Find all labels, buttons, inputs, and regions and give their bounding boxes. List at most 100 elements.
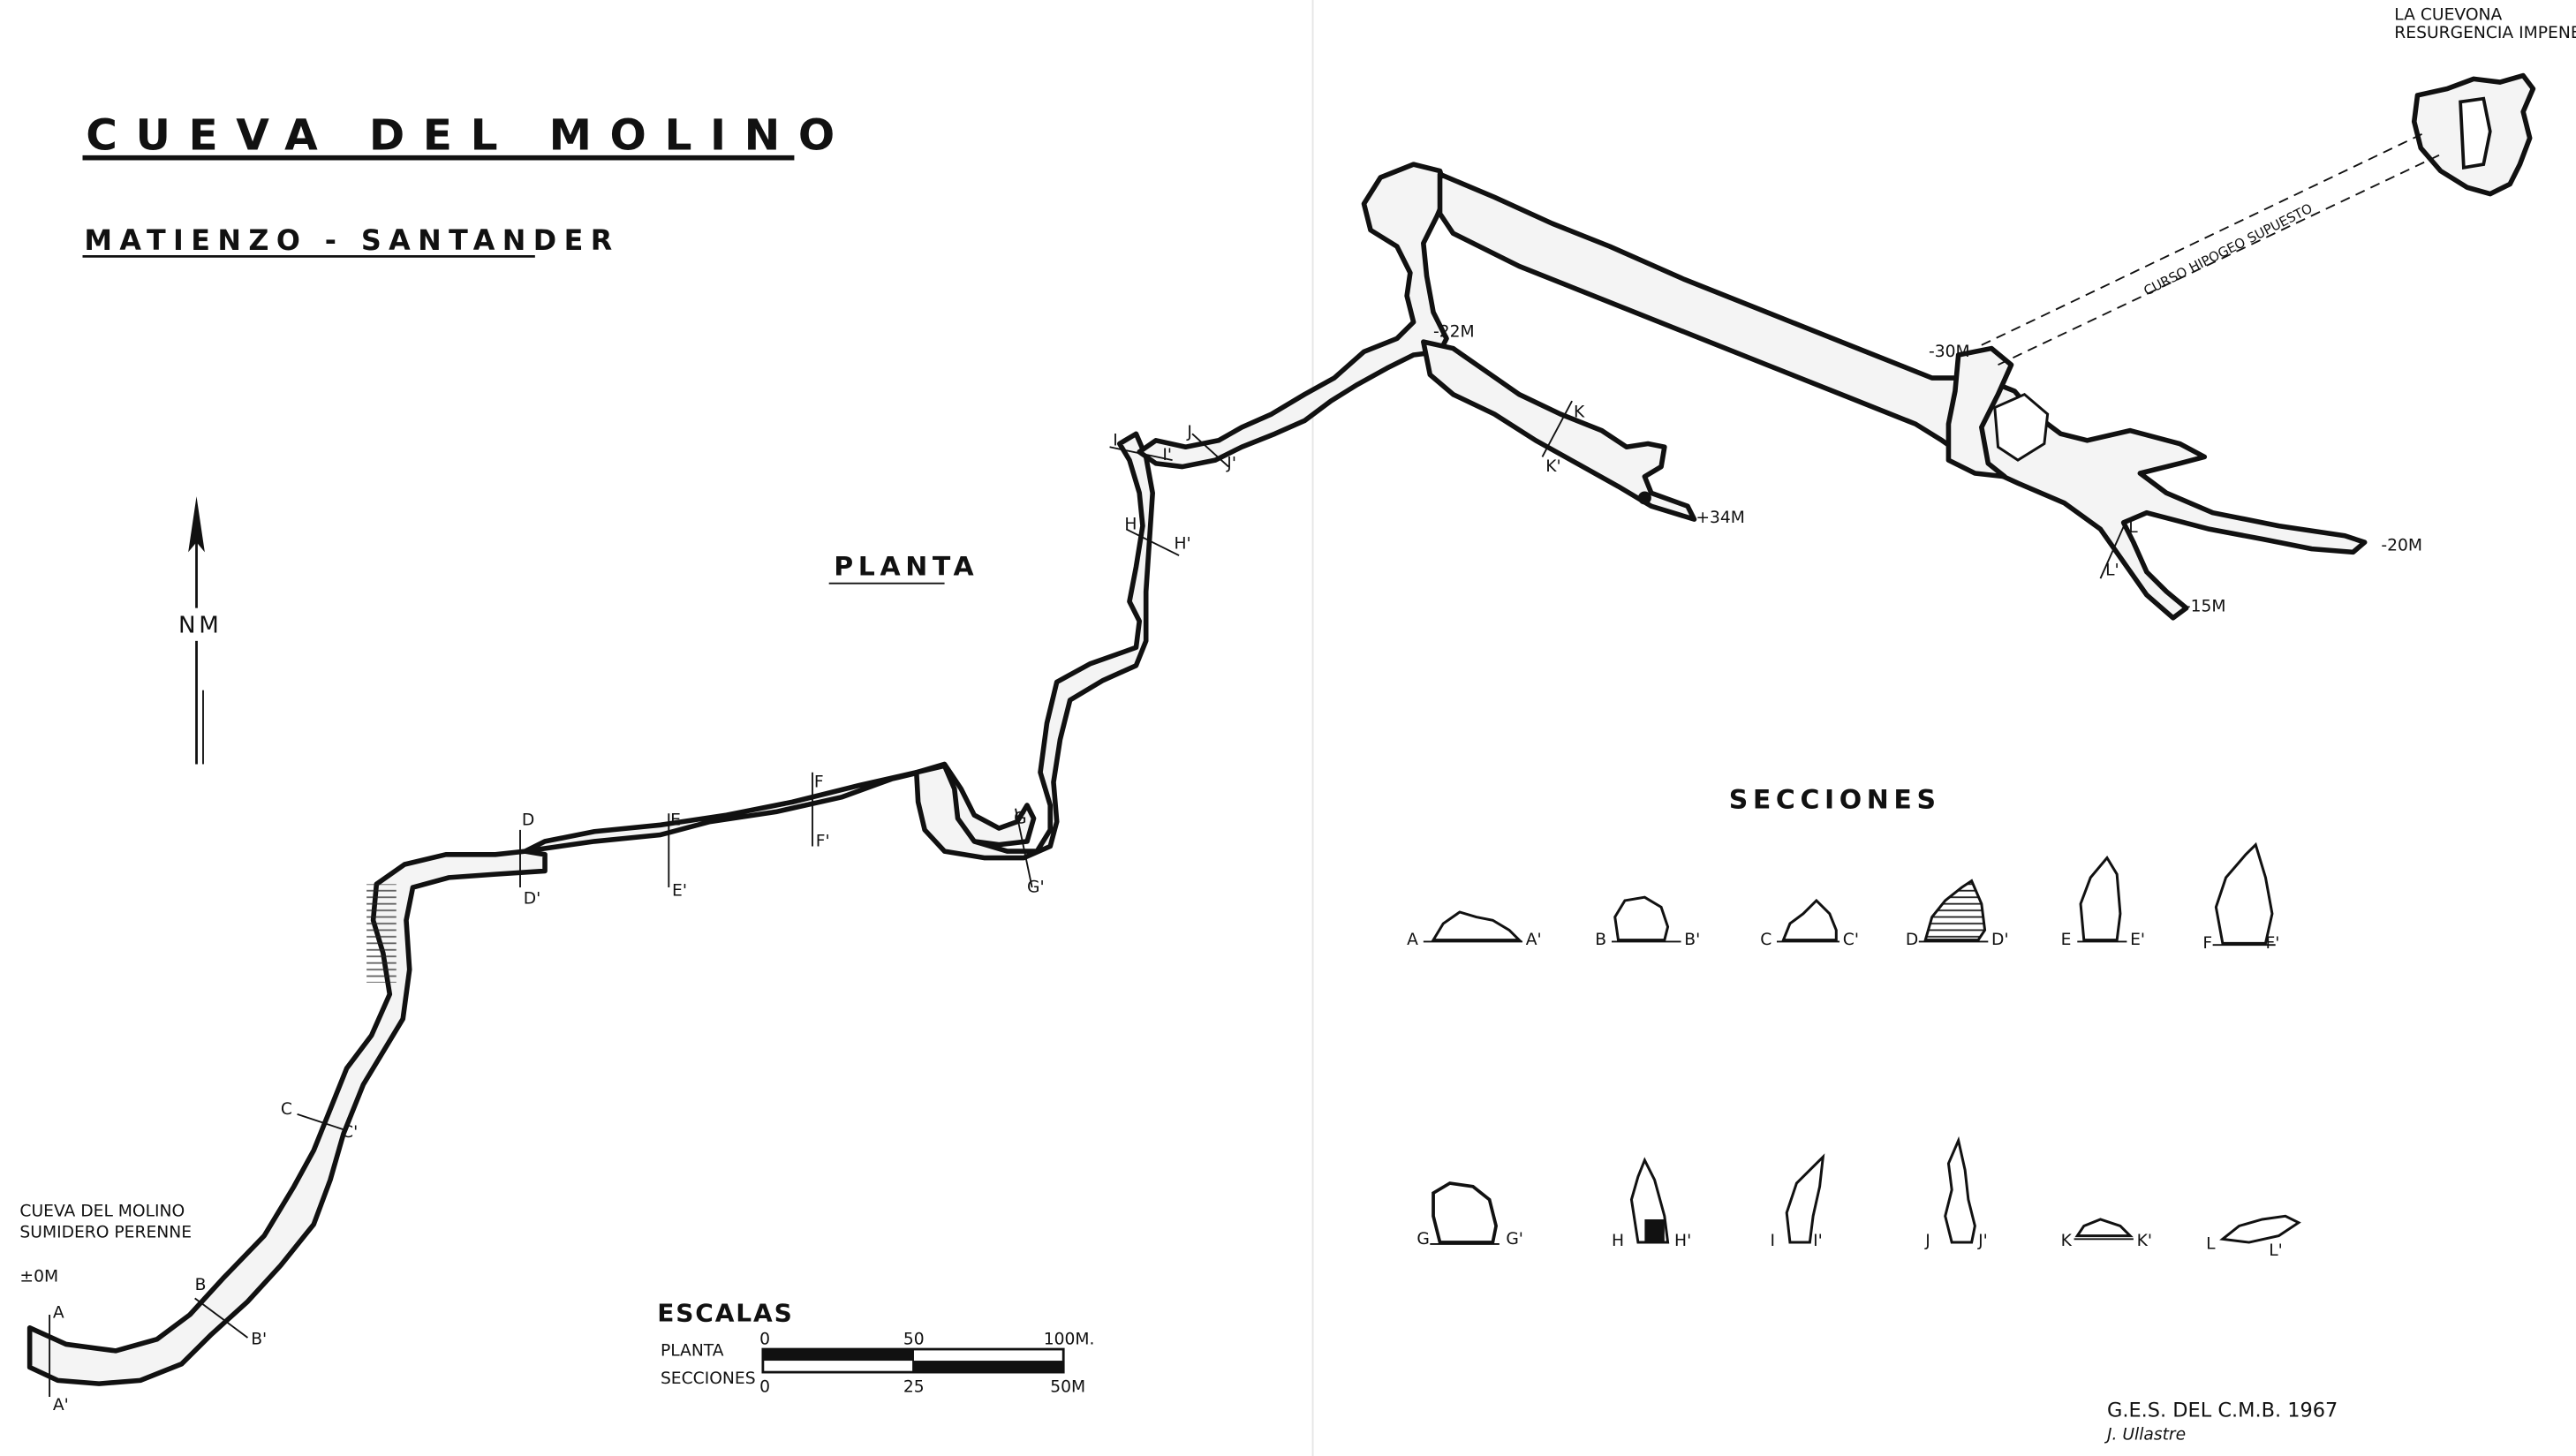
section-shape-d bbox=[1923, 879, 1987, 942]
cut-label-c-prime: C' bbox=[342, 1123, 358, 1142]
cut-line-k bbox=[1541, 400, 1573, 457]
cut-label-i: I bbox=[1113, 431, 1118, 449]
map-subtitle: MATIENZO - SANTANDER bbox=[84, 225, 619, 257]
cut-label-l: L bbox=[2128, 518, 2138, 537]
entrance-depth: ±0M bbox=[19, 1268, 58, 1286]
cave-passage-entrance bbox=[26, 849, 548, 1386]
cut-label-h: H bbox=[1124, 515, 1137, 533]
sump-pool bbox=[1637, 491, 1651, 505]
section-i-right: I' bbox=[1813, 1232, 1823, 1250]
section-h-fill bbox=[1644, 1218, 1665, 1243]
section-shape-a bbox=[1431, 910, 1522, 942]
section-a-right: A' bbox=[1526, 931, 1542, 949]
cut-label-l-prime: L' bbox=[2105, 561, 2119, 579]
section-i-left: I bbox=[1771, 1232, 1776, 1250]
cut-label-d-prime: D' bbox=[524, 890, 541, 909]
scale-plan-label: PLANTA bbox=[661, 1342, 724, 1361]
section-c-right: C' bbox=[1843, 931, 1859, 949]
cut-label-f-prime: F' bbox=[816, 833, 830, 851]
resurgence-desc: RESURGENCIA IMPENETRABLE bbox=[2394, 24, 2576, 42]
scale-plan-tick-2: 100M. bbox=[1044, 1330, 1095, 1348]
plan-label: PLANTA bbox=[834, 551, 978, 582]
cut-label-d: D bbox=[522, 811, 534, 829]
sections-row-1: A A' B B' C C' D D' E E' F F' bbox=[1407, 841, 2279, 953]
resurgence-inner bbox=[2459, 96, 2492, 170]
section-e-right: E' bbox=[2130, 931, 2145, 949]
depth-label-15: -15M bbox=[2185, 597, 2226, 615]
cut-label-g-prime: G' bbox=[1027, 879, 1045, 897]
north-arrow-icon bbox=[175, 496, 222, 765]
scale-sec-tick-2: 50M bbox=[1050, 1377, 1085, 1396]
cut-line-g bbox=[1015, 808, 1033, 888]
section-shape-l bbox=[2219, 1214, 2301, 1244]
cut-label-a: A bbox=[53, 1304, 64, 1323]
section-h-left: H bbox=[1612, 1232, 1624, 1250]
entrance-desc: SUMIDERO PERENNE bbox=[19, 1224, 192, 1242]
scale-plan-tick-0: 0 bbox=[759, 1330, 770, 1348]
cave-plan bbox=[26, 72, 2536, 1386]
sections-row-2: G G' H H' I I' J J' K K' L L' bbox=[1416, 1135, 2301, 1260]
section-f-left: F bbox=[2202, 934, 2212, 953]
map-title: CUEVA DEL MOLINO bbox=[86, 110, 853, 160]
scale-bars: ESCALAS PLANTA SECCIONES 0 50 100M. 0 25… bbox=[657, 1298, 1094, 1396]
section-shape-c bbox=[1781, 898, 1838, 942]
cut-label-h-prime: H' bbox=[1174, 535, 1190, 554]
section-shape-i bbox=[1785, 1153, 1825, 1244]
cut-label-e-prime: E' bbox=[672, 881, 687, 900]
section-shape-e bbox=[2079, 855, 2122, 942]
cut-label-k: K bbox=[1574, 404, 1585, 422]
section-shape-f bbox=[2214, 841, 2274, 945]
cut-line-i bbox=[1109, 446, 1173, 462]
cut-label-c: C bbox=[281, 1100, 292, 1119]
section-shape-g bbox=[1432, 1181, 1499, 1244]
scales-title: ESCALAS bbox=[657, 1298, 793, 1327]
cave-passage-upper bbox=[1137, 162, 1449, 470]
cut-line-j bbox=[1191, 433, 1229, 468]
section-f-right: F' bbox=[2265, 934, 2279, 953]
cut-label-f: F bbox=[814, 773, 824, 792]
scale-plan-tick-1: 50 bbox=[903, 1330, 925, 1348]
cut-label-b-prime: B' bbox=[251, 1330, 267, 1348]
resurgence-name: LA CUEVONA bbox=[2394, 5, 2502, 24]
section-d-right: D' bbox=[1991, 931, 2009, 949]
scale-sections-label: SECCIONES bbox=[661, 1369, 756, 1388]
entrance-name: CUEVA DEL MOLINO bbox=[19, 1202, 185, 1220]
survey-credit: G.E.S. DEL C.M.B. 1967 bbox=[2107, 1399, 2338, 1422]
section-b-right: B' bbox=[1684, 931, 1700, 949]
cut-line-c bbox=[297, 1113, 347, 1132]
cut-line-l bbox=[2099, 518, 2128, 579]
cave-passage-loop bbox=[913, 431, 1155, 861]
section-shape-j bbox=[1944, 1135, 1976, 1244]
cut-label-g: G bbox=[1014, 809, 1026, 827]
scale-bar-seg-2 bbox=[913, 1361, 1064, 1373]
section-cuts: A A' B B' C C' D D' E E' F F' G G' H H' … bbox=[49, 400, 2138, 1415]
survey-author: J. Ullastre bbox=[2104, 1425, 2186, 1444]
cut-label-i-prime: I' bbox=[1162, 446, 1172, 464]
cave-passage-branch bbox=[1421, 339, 1697, 522]
section-c-left: C bbox=[1760, 931, 1771, 949]
section-e-left: E bbox=[2061, 931, 2072, 949]
cut-label-k-prime: K' bbox=[1545, 457, 1560, 476]
section-shape-k bbox=[2074, 1218, 2134, 1238]
sections-label: SECCIONES bbox=[1729, 785, 1941, 816]
passage-hatch-1 bbox=[366, 884, 397, 983]
section-d-left: D bbox=[1906, 931, 1918, 949]
section-shape-b bbox=[1613, 895, 1670, 942]
section-g-left: G bbox=[1416, 1230, 1429, 1249]
scale-bar-seg-1 bbox=[762, 1349, 914, 1362]
hypothesis-line-1 bbox=[1981, 131, 2429, 346]
section-k-left: K bbox=[2061, 1232, 2073, 1250]
section-h-right: H' bbox=[1674, 1232, 1691, 1250]
depth-label-30: -30M bbox=[1929, 343, 1970, 361]
cave-passage-chamber bbox=[1945, 345, 2014, 479]
hypothesis-label: CURSO HIPOGEO SUPUESTO bbox=[2141, 200, 2315, 299]
cut-line-h bbox=[1125, 528, 1180, 556]
scale-sec-tick-1: 25 bbox=[903, 1377, 925, 1396]
depth-label-20: -20M bbox=[2381, 537, 2422, 555]
cut-label-j: J bbox=[1186, 423, 1192, 441]
cave-passage-mid bbox=[522, 761, 1037, 854]
section-g-right: G' bbox=[1506, 1230, 1523, 1249]
scale-sec-tick-0: 0 bbox=[759, 1377, 770, 1396]
section-a-left: A bbox=[1407, 931, 1418, 949]
